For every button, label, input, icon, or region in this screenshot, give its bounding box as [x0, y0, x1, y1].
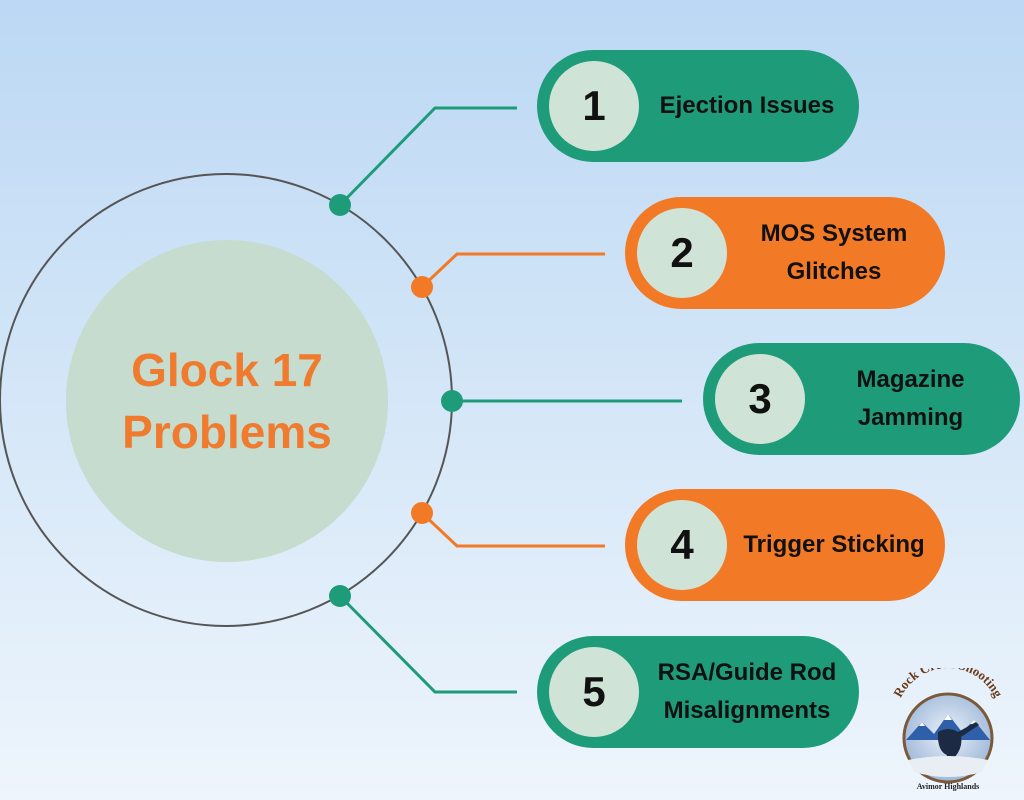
item-number-5: 5 — [549, 647, 639, 737]
connector-dot-5 — [329, 585, 351, 607]
connector-2 — [420, 252, 605, 289]
item-label-5-text: RSA/Guide Rod Misalignments — [657, 659, 837, 724]
rock-creek-shooting-logo: Rock Creek Shooting Avimor Highlands — [890, 668, 1006, 791]
problem-item-3: 3 Magazine Jamming — [703, 343, 1020, 455]
connector-dot-1 — [329, 194, 351, 216]
logo-snowcaps — [919, 714, 978, 726]
connector-4 — [420, 511, 605, 548]
problem-item-4: 4 Trigger Sticking — [625, 489, 945, 601]
item-label-1: Ejection Issues — [659, 92, 835, 119]
connector-1 — [338, 106, 517, 207]
connector-dot-3 — [441, 390, 463, 412]
item-label-2: MOS System Glitches — [727, 215, 945, 291]
problem-item-1: 1 Ejection Issues — [537, 50, 859, 162]
item-label-3-text: Magazine Jamming — [856, 366, 965, 431]
item-label-3: Magazine Jamming — [805, 361, 1020, 437]
item-label-5: RSA/Guide Rod Misalignments — [639, 654, 859, 730]
connector-dot-2 — [411, 276, 433, 298]
item-number-1: 1 — [549, 61, 639, 151]
problem-item-2: 2 MOS System Glitches — [625, 197, 945, 309]
item-number-4: 4 — [637, 500, 727, 590]
center-title: Glock 17 Problems — [122, 344, 332, 458]
item-label-2-text: MOS System Glitches — [760, 220, 908, 285]
logo-mountains — [906, 714, 990, 740]
item-label-4: Trigger Sticking — [743, 531, 925, 558]
logo-subtitle-text: Avimor Highlands — [917, 782, 980, 791]
logo-ground — [908, 756, 988, 777]
item-number-3: 3 — [715, 354, 805, 444]
item-number-2: 2 — [637, 208, 727, 298]
connector-dot-4 — [411, 502, 433, 524]
connector-5 — [338, 594, 517, 694]
center-circle — [66, 240, 388, 562]
problem-item-5: 5 RSA/Guide Rod Misalignments — [537, 636, 859, 748]
